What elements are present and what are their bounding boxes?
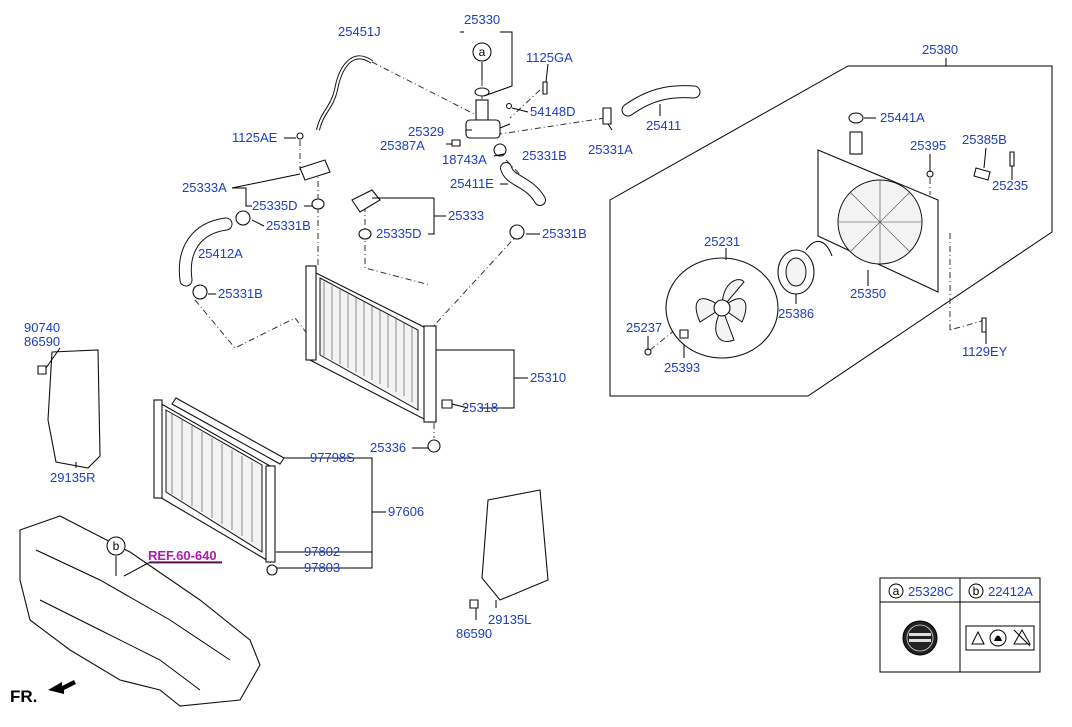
label-25329[interactable]: 25329	[408, 124, 444, 139]
radiator-25310	[305, 265, 437, 423]
front-direction-indicator: FR.	[10, 680, 76, 706]
label-25411[interactable]: 25411	[646, 118, 681, 133]
legend-letter-b: b	[973, 584, 980, 598]
label-25380[interactable]: 25380	[922, 42, 958, 57]
leader-lines	[45, 31, 1013, 620]
part-labels: 25451J 25330 1125GA 54148D 25329 25387A …	[24, 12, 1028, 641]
fan-25231	[665, 257, 779, 359]
insulator-25335d-mid	[358, 228, 372, 240]
callout-b: b	[106, 536, 126, 556]
screw-86590-left	[37, 365, 47, 375]
clip-25393	[679, 329, 689, 339]
label-86590-left[interactable]: 86590	[24, 334, 60, 349]
fan-shroud-25350	[817, 131, 939, 293]
condenser-97606	[153, 399, 276, 563]
screw-86590-bottom	[469, 599, 479, 609]
clamp-25331b-top	[493, 143, 507, 157]
legend-part-b[interactable]: 22412A	[988, 584, 1033, 599]
label-25231[interactable]: 25231	[704, 234, 740, 249]
front-arrow-icon	[48, 680, 76, 694]
bolt-1129ey	[981, 317, 987, 333]
label-86590-bottom[interactable]: 86590	[456, 626, 492, 641]
clamp-25331b-left	[235, 210, 251, 226]
callout-a: a	[472, 42, 492, 62]
air-guard-29135l	[481, 489, 549, 601]
plug-25318	[441, 399, 453, 409]
warning-label-icon	[965, 625, 1035, 651]
label-25395[interactable]: 25395	[910, 138, 946, 153]
label-29135l[interactable]: 29135L	[488, 612, 531, 627]
label-25331b-top[interactable]: 25331B	[522, 148, 567, 163]
bracket-25333	[351, 189, 381, 213]
label-25318[interactable]: 25318	[462, 400, 498, 415]
motor-25386	[777, 241, 833, 295]
label-1129ey[interactable]: 1129EY	[962, 344, 1008, 359]
insulator-25335d-left	[311, 198, 325, 210]
label-29135r[interactable]: 29135R	[50, 470, 96, 485]
label-25310[interactable]: 25310	[530, 370, 566, 385]
bolt-1125ga	[542, 81, 548, 95]
bracket-25333a	[299, 159, 331, 181]
water-outlet-25329	[465, 87, 511, 139]
label-97803[interactable]: 97803	[304, 560, 340, 575]
front-end-module-carrier	[19, 515, 261, 707]
label-25331b-left[interactable]: 25331B	[266, 218, 311, 233]
clamp-25331b-lower	[192, 284, 208, 300]
label-25237[interactable]: 25237	[626, 320, 662, 335]
label-25441a[interactable]: 25441A	[880, 110, 925, 125]
label-25333[interactable]: 25333	[448, 208, 484, 223]
plug-25387a	[451, 139, 461, 147]
label-25336[interactable]: 25336	[370, 440, 406, 455]
label-1125ae[interactable]: 1125AE	[232, 130, 278, 145]
clamp-25331a	[602, 107, 612, 125]
insulator-25336	[427, 439, 441, 453]
bolt-54148d	[505, 102, 513, 110]
hose-25451j	[316, 55, 374, 131]
label-18743a[interactable]: 18743A	[442, 152, 487, 167]
clamp-25331b-right	[509, 224, 525, 240]
legend-part-a[interactable]: 25328C	[908, 584, 954, 599]
label-25385b[interactable]: 25385B	[962, 132, 1007, 147]
cap-25441a	[848, 112, 864, 124]
label-97802[interactable]: 97802	[304, 544, 340, 559]
round-caution-label-icon	[902, 620, 938, 656]
label-25331b-lower[interactable]: 25331B	[218, 286, 263, 301]
label-25412a[interactable]: 25412A	[198, 246, 243, 261]
bolt-1125ae	[296, 132, 304, 140]
fan-assembly-box	[609, 58, 1053, 397]
svg-text:FR.: FR.	[10, 687, 37, 706]
label-25235[interactable]: 25235	[992, 178, 1028, 193]
label-25335d-left[interactable]: 25335D	[252, 198, 298, 213]
label-97798s[interactable]: 97798S	[310, 450, 355, 465]
connector-lines	[194, 61, 986, 438]
label-90740[interactable]: 90740	[24, 320, 60, 335]
seal-97798s	[171, 397, 285, 465]
ref-60-640-link[interactable]: REF.60-640	[148, 548, 217, 563]
legend-letter-a: a	[893, 584, 900, 598]
label-25330[interactable]: 25330	[464, 12, 500, 27]
label-25350[interactable]: 25350	[850, 286, 886, 301]
label-25331a[interactable]: 25331A	[588, 142, 633, 157]
bolt-25235	[1009, 151, 1015, 167]
insulator-97803	[266, 564, 278, 576]
label-25331b-right[interactable]: 25331B	[542, 226, 587, 241]
label-25333a[interactable]: 25333A	[182, 180, 227, 195]
label-25393[interactable]: 25393	[664, 360, 700, 375]
label-25451j[interactable]: 25451J	[338, 24, 381, 39]
legend-table: a 25328C b 22412A	[879, 577, 1041, 673]
label-25335d-mid[interactable]: 25335D	[376, 226, 422, 241]
label-25387a[interactable]: 25387A	[380, 138, 425, 153]
air-guard-29135r	[47, 349, 101, 469]
svg-text:a: a	[479, 45, 486, 59]
label-97606[interactable]: 97606	[388, 504, 424, 519]
label-25411e[interactable]: 25411E	[450, 176, 494, 191]
label-25386[interactable]: 25386	[778, 306, 814, 321]
sensor-25385b	[973, 167, 991, 181]
label-54148d[interactable]: 54148D	[530, 104, 576, 119]
label-1125ga[interactable]: 1125GA	[526, 50, 573, 65]
svg-text:b: b	[113, 539, 120, 553]
